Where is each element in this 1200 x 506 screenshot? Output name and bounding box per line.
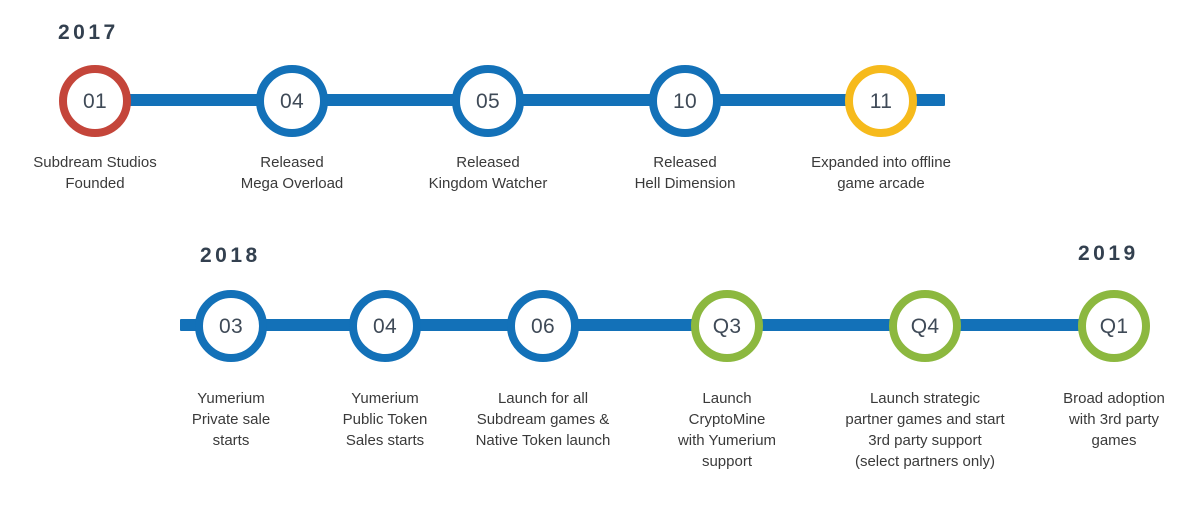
caption-line: Private sale (191, 411, 271, 428)
milestone-caption-q1: Broad adoption with 3rd party games (1034, 388, 1194, 451)
milestone-marker-label: 11 (869, 89, 893, 113)
caption-line: Public Token (342, 411, 428, 428)
milestone-node-05[interactable]: 05 (452, 65, 524, 137)
year-label-2018: 2018 (200, 244, 261, 267)
caption-line: Founded (65, 175, 125, 192)
milestone-marker-label: Q4 (910, 314, 940, 338)
milestone-caption-01: Subdream Studios Founded (0, 152, 195, 194)
caption-line: with Yumerium (677, 432, 777, 449)
caption-line: Subdream games & (476, 411, 610, 428)
milestone-node-01[interactable]: 01 (59, 65, 131, 137)
caption-line: CryptoMine (688, 411, 766, 428)
milestone-node-q4[interactable]: Q4 (889, 290, 961, 362)
caption-line: with 3rd party (1068, 411, 1160, 428)
caption-line: Released (653, 154, 717, 171)
milestone-node-04-2018[interactable]: 04 (349, 290, 421, 362)
caption-line: Native Token launch (475, 432, 611, 449)
milestone-caption-03: Yumerium Private sale starts (151, 388, 311, 451)
caption-line: Subdream Studios (33, 154, 157, 171)
caption-line: Expanded into offline (811, 154, 951, 171)
caption-line: (select partners only) (854, 453, 996, 470)
caption-line: Yumerium (351, 390, 419, 407)
milestone-marker-label: 04 (373, 314, 397, 338)
milestone-marker-label: Q3 (712, 314, 742, 338)
caption-line: starts (212, 432, 250, 449)
caption-line: Broad adoption (1063, 390, 1165, 407)
caption-line: games (1091, 432, 1137, 449)
caption-line: Hell Dimension (634, 175, 736, 192)
caption-line: Yumerium (197, 390, 265, 407)
caption-line: Launch (702, 390, 752, 407)
caption-line: Released (456, 154, 520, 171)
caption-line: support (701, 453, 753, 470)
milestone-caption-q3: Launch CryptoMine with Yumerium support (637, 388, 817, 472)
caption-line: partner games and start (845, 411, 1005, 428)
caption-line: Launch strategic (869, 390, 981, 407)
milestone-node-11[interactable]: 11 (845, 65, 917, 137)
caption-line: game arcade (837, 175, 925, 192)
milestone-caption-05: Released Kingdom Watcher (388, 152, 588, 194)
year-label-2019: 2019 (1078, 242, 1139, 265)
milestone-node-03[interactable]: 03 (195, 290, 267, 362)
milestone-node-06[interactable]: 06 (507, 290, 579, 362)
milestone-marker-label: 03 (219, 314, 243, 338)
milestone-node-q1[interactable]: Q1 (1078, 290, 1150, 362)
caption-line: Sales starts (345, 432, 425, 449)
milestone-marker-label: 05 (476, 89, 500, 113)
milestone-node-04-2017[interactable]: 04 (256, 65, 328, 137)
milestone-caption-06: Launch for all Subdream games & Native T… (443, 388, 643, 451)
milestone-caption-10: Released Hell Dimension (585, 152, 785, 194)
year-label-2017: 2017 (58, 21, 119, 44)
milestone-node-q3[interactable]: Q3 (691, 290, 763, 362)
milestone-marker-label: 01 (83, 89, 107, 113)
caption-line: 3rd party support (868, 432, 982, 449)
milestone-marker-label: 10 (673, 89, 697, 113)
milestone-caption-11: Expanded into offline game arcade (781, 152, 981, 194)
milestone-caption-04-2018: Yumerium Public Token Sales starts (305, 388, 465, 451)
milestone-node-10[interactable]: 10 (649, 65, 721, 137)
milestone-caption-04-2017: Released Mega Overload (192, 152, 392, 194)
caption-line: Launch for all (497, 390, 589, 407)
milestone-caption-q4: Launch strategic partner games and start… (815, 388, 1035, 472)
milestone-marker-label: Q1 (1099, 314, 1129, 338)
caption-line: Mega Overload (240, 175, 344, 192)
milestone-marker-label: 04 (280, 89, 304, 113)
caption-line: Released (260, 154, 324, 171)
caption-line: Kingdom Watcher (428, 175, 548, 192)
milestone-marker-label: 06 (531, 314, 555, 338)
timeline-rail-row2 (180, 319, 1114, 331)
